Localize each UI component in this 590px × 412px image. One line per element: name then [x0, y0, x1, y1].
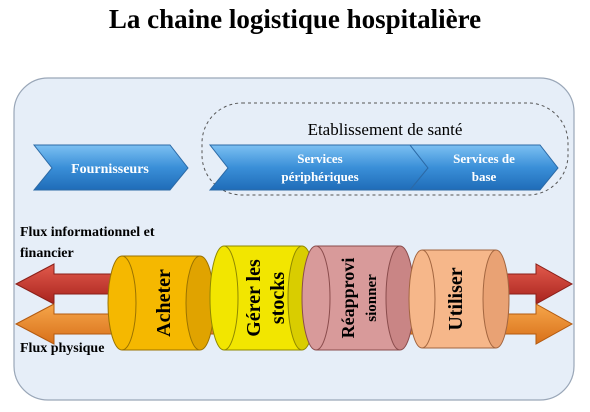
chevron-base-services: [408, 144, 559, 191]
chevron-suppliers-label: Fournisseurs: [71, 162, 149, 177]
establishment-box: [201, 102, 569, 196]
cylinder-replenish: Réapprovi sionner: [301, 245, 415, 351]
info-flow-label-line1: Flux informationnel et: [20, 225, 155, 240]
cylinder-use-label: Utiliser: [445, 267, 467, 330]
chevron-suppliers: [32, 144, 189, 191]
cylinder-replenish-line1: Réapprovi: [338, 258, 358, 339]
cylinder-manage-stocks: Gérer les stocks: [209, 245, 317, 351]
info-flow-label-line2: financier: [20, 246, 74, 261]
cylinder-manage-line1: Gérer les: [243, 259, 265, 337]
chevron-base-line2: base: [472, 169, 497, 184]
cylinder-use: Utiliser: [408, 249, 510, 349]
chevron-base-line1: Services de: [453, 151, 515, 166]
chevron-peripheral-line2: périphériques: [281, 169, 358, 184]
page-title: La chaine logistique hospitalière: [108, 4, 482, 34]
cylinder-buy: Acheter: [107, 255, 215, 351]
cylinder-buy-label: Acheter: [153, 269, 175, 337]
establishment-label: Etablissement de santé: [308, 120, 463, 139]
physical-flow-label: Flux physique: [20, 341, 104, 356]
chevron-peripheral-line1: Services: [297, 151, 342, 166]
cylinder-manage-line2: stocks: [267, 272, 289, 324]
cylinder-replenish-line2: sionner: [364, 274, 380, 322]
